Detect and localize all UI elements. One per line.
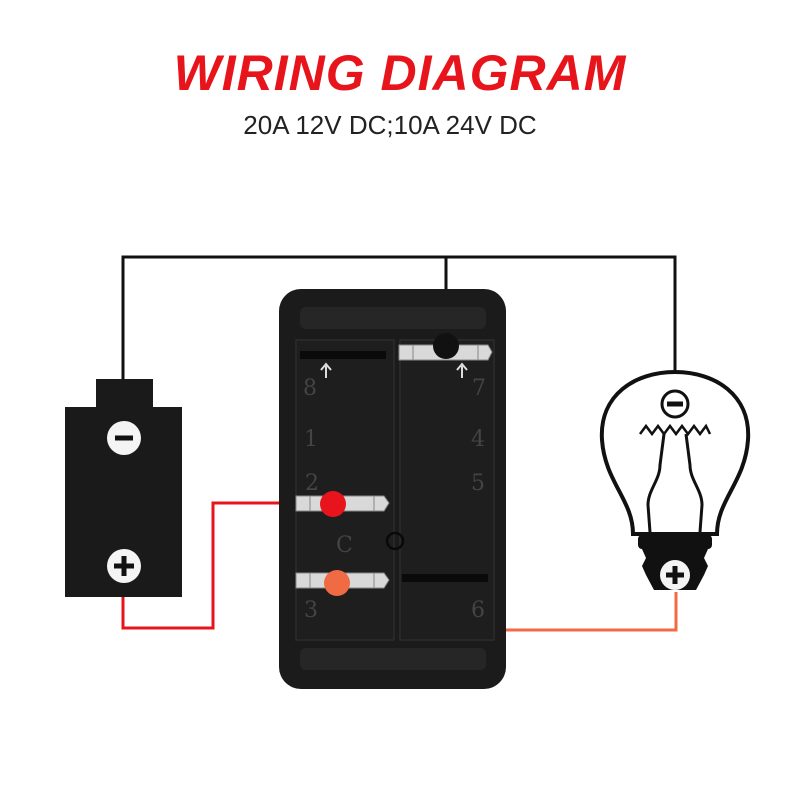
pin-label-3: 3 [304,598,318,623]
pin-label-2: 2 [305,471,319,496]
battery-positive-icon-v [121,556,127,576]
wire-red-battery-to-pin2 [121,501,330,630]
switch-indicator-hole [385,531,405,551]
bulb-filament [639,423,712,437]
bulb-base-collar [638,535,712,549]
pin-label-1: 1 [304,427,318,452]
rocker-switch: 8 7 1 4 2 5 C 3 6 [279,289,506,689]
diagram-subtitle: 20A 12V DC;10A 24V DC [243,110,537,140]
switch-right-panel [399,339,495,641]
connection-dot-pin2 [320,491,346,517]
wire-battery-to-bulb [121,255,677,380]
connection-dot-pin7 [433,333,459,359]
bulb-negative-icon [667,401,683,407]
bulb-positive-icon-v [672,566,678,584]
battery-body [65,379,182,597]
diagram-title: WIRING DIAGRAM [173,45,627,101]
pin-label-8: 8 [303,376,317,401]
pin-label-c: C [336,533,353,558]
light-bulb [599,369,751,590]
pin-label-6: 6 [471,598,485,623]
pin8-bar [300,351,386,359]
pin-label-4: 4 [471,427,485,452]
pin8-arrow-icon [320,362,332,378]
pin6-bar [402,574,488,582]
switch-bezel-bottom [300,648,486,670]
pin-label-5: 5 [471,471,485,496]
pin-label-7: 7 [472,376,486,401]
bulb-filament-supports [646,433,704,533]
battery [65,379,182,597]
battery-negative-icon [115,435,133,441]
switch-bezel-top [300,307,486,329]
connection-dot-pin3 [324,570,350,596]
bulb-glass [599,369,751,536]
pin7-arrow-icon [456,362,468,378]
